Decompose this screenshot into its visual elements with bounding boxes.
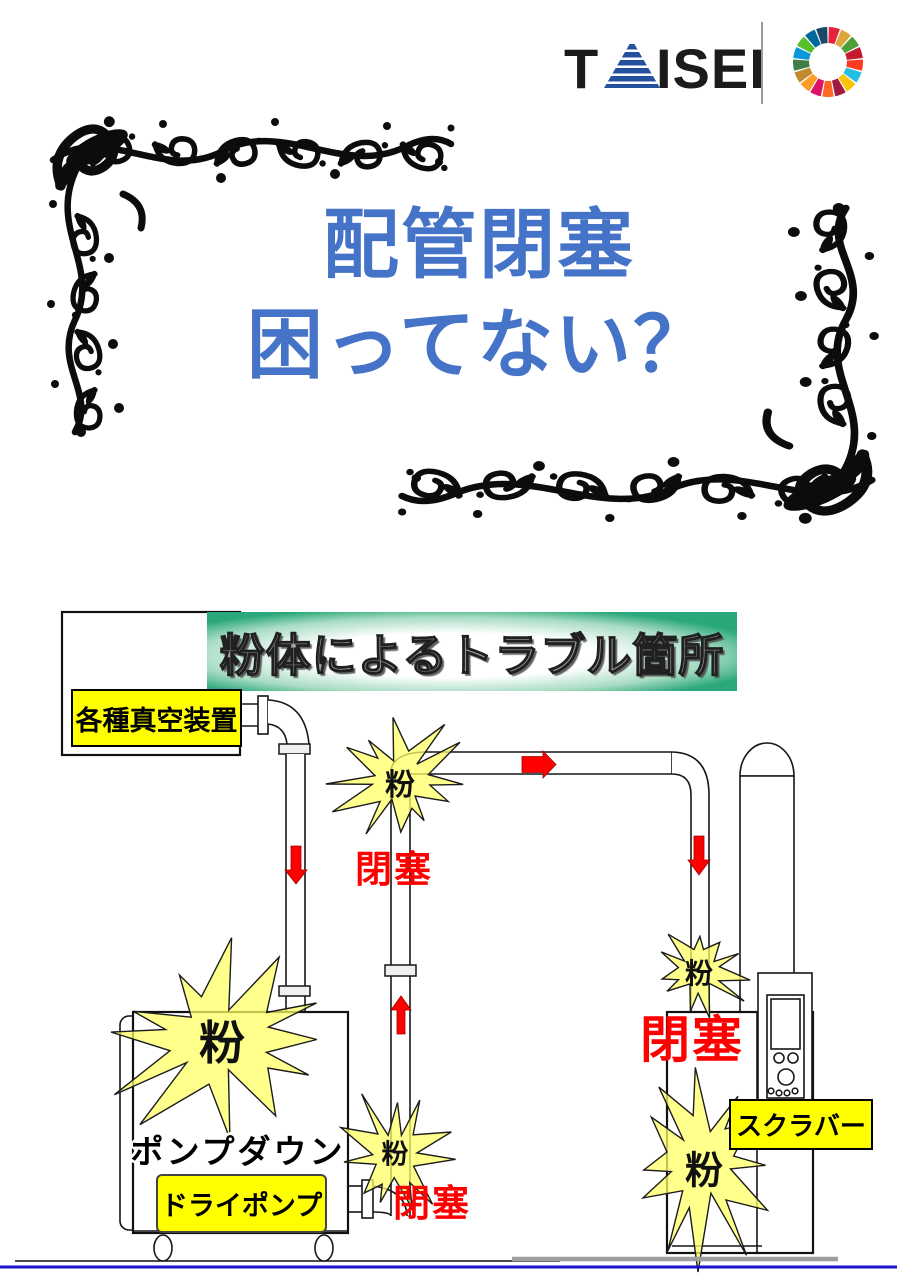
flange [278, 743, 311, 755]
flange [384, 964, 417, 977]
section-banner-title: 粉体によるトラブル箇所 [219, 629, 725, 681]
powder-text: 粉 [385, 769, 415, 802]
scrubber-label: スクラバー [729, 1099, 873, 1150]
main-title: 配管閉塞 困ってない？ [59, 196, 897, 397]
pump-caster-wheel [314, 1234, 334, 1262]
title-line-1: 配管閉塞 [323, 203, 635, 288]
control-knob [777, 1068, 795, 1086]
flow-arrow-down-icon [284, 845, 308, 885]
flow-arrow-right-icon [521, 750, 557, 779]
title-line-2: 困ってない？ [246, 303, 712, 389]
scrubber-control-panel [757, 972, 813, 1103]
powder-starburst [110, 937, 317, 1140]
powder-text: 粉 [684, 1150, 724, 1193]
powder-text: 粉 [684, 958, 714, 989]
powder-text: 粉 [381, 1139, 409, 1170]
powder-text: 粉 [199, 1017, 245, 1069]
blockage-text: 閉塞 [355, 849, 433, 890]
flange [257, 695, 269, 735]
flange [361, 1179, 374, 1219]
control-screen [770, 998, 801, 1050]
sdg-wheel-icon [793, 27, 863, 97]
brand-triangle-icon [604, 44, 660, 88]
powder-starburst [338, 1093, 456, 1209]
pump-down-caption: ポンプダウン [130, 1133, 346, 1170]
brand-letters-isei: ISEI [656, 37, 766, 100]
dry-pump-label: ドライポンプ [156, 1174, 327, 1233]
brand-letter-t: T [564, 37, 599, 100]
powder-starburst [660, 933, 751, 1019]
flow-arrow-down-icon [687, 835, 711, 876]
section-banner-bg [207, 612, 737, 691]
chamber-label: 各種真空装置 [71, 689, 242, 747]
pump-caster-wheel [153, 1234, 173, 1262]
blockage-text: 閉塞 [393, 1183, 471, 1224]
scrubber-tower-dome [739, 742, 795, 777]
blockage-text: 閉塞 [640, 1012, 744, 1068]
flow-arrow-up-icon [390, 995, 412, 1035]
flange [278, 985, 311, 997]
powder-starburst [325, 717, 464, 835]
taisei-logo: T ISEI [564, 22, 863, 104]
